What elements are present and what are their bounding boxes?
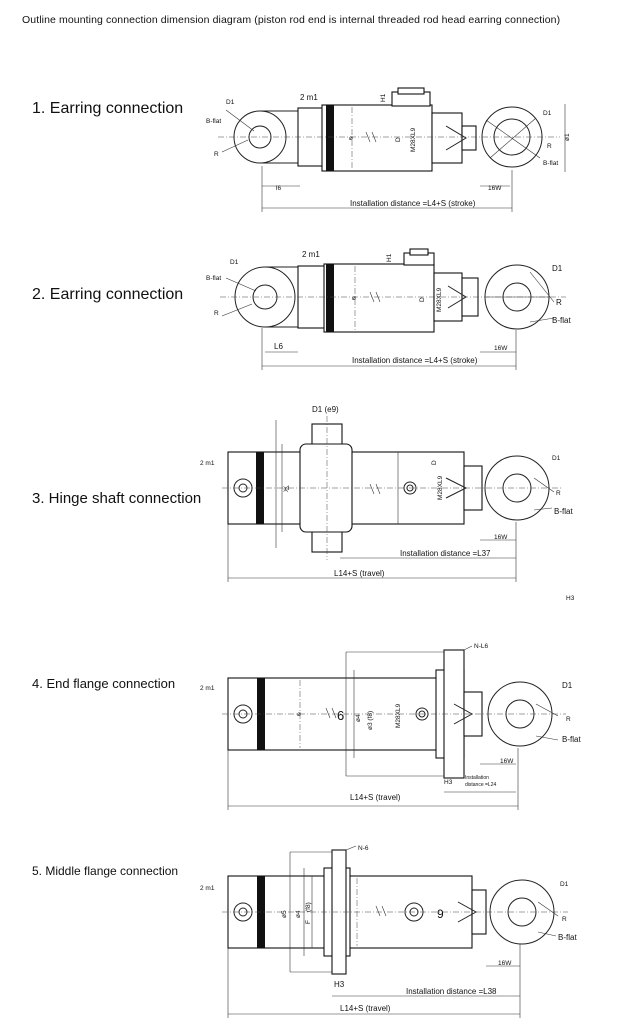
fig1-r-right: R <box>547 143 552 150</box>
fig1-bflat-left: B-flat <box>206 118 221 125</box>
fig2-d: D <box>419 297 426 302</box>
fig5-phi4: ø4 <box>295 910 302 918</box>
fig1-install: Installation distance =L4+S (stroke) <box>350 199 476 208</box>
section-4-label: 4. End flange connection <box>32 676 176 691</box>
fig1-r-left: R <box>214 151 219 158</box>
fig3-d1-right: D1 <box>552 455 561 462</box>
fig5-install: Installation distance =L38 <box>406 987 497 996</box>
page-title: Outline mounting connection dimension di… <box>22 14 561 26</box>
figure-2-earring: D1 B-flat R 2 m1 H1 ø D M28XL9 D1 R B-fl… <box>206 248 571 370</box>
fig3-dim-small: 16W <box>494 534 508 541</box>
fig5-phi5: ø5 <box>281 910 288 918</box>
fig2-d1-left: D1 <box>230 259 239 266</box>
fig1-thread: M28XL9 <box>410 127 417 152</box>
fig2-phi: ø <box>352 295 356 302</box>
fig3-r-right: R <box>556 490 561 497</box>
fig4-phi: ø <box>297 711 301 718</box>
fig4-r-right: R <box>566 716 571 723</box>
fig1-port-label: 2 m1 <box>300 93 318 102</box>
fig3-travel: L14+S (travel) <box>334 569 385 578</box>
section-3-label: 3. Hinge shaft connection <box>32 490 202 507</box>
fig4-install-b: distance =L24 <box>465 782 496 788</box>
section-1-label: 1. Earring connection <box>32 100 184 117</box>
fig2-dim-small: 16W <box>494 345 508 352</box>
fig4-h3: H3 <box>444 779 453 786</box>
fig5-nine: 9 <box>437 907 444 921</box>
fig3-d: D <box>431 460 438 465</box>
fig2-bflat-right: B-flat <box>552 316 571 325</box>
fig2-bflat-left: B-flat <box>206 275 221 282</box>
fig3-bflat-right: B-flat <box>554 507 573 516</box>
fig1-bflat-right: B-flat <box>543 160 558 167</box>
fig2-r-left: R <box>214 310 219 317</box>
fig5-port-label: 2 m1 <box>200 885 215 892</box>
fig4-phi3: ø3 (f8) <box>367 711 374 730</box>
fig5-d1-right: D1 <box>560 881 569 888</box>
fig4-phi4: ø4 <box>355 714 362 722</box>
fig2-l6: L6 <box>274 342 283 351</box>
fig2-thread: M28XL9 <box>436 287 443 312</box>
fig1-d1-right: D1 <box>543 110 552 117</box>
fig4-thread: M28XL9 <box>395 703 402 728</box>
fig4-travel: L14+S (travel) <box>350 793 401 802</box>
fig5-dim-small: 16W <box>498 960 512 967</box>
fig3-d1: D1 (e9) <box>312 405 339 414</box>
figure-1-earring: D1 B-flat R 2 m1 H1 ø D M28XL9 D1 R B-fl… <box>206 87 571 212</box>
fig3-h3: H3 <box>566 595 575 602</box>
fig2-port-label: 2 m1 <box>302 250 320 259</box>
section-2-label: 2. Earring connection <box>32 286 184 303</box>
fig2-d1-right: D1 <box>552 264 563 273</box>
fig3-thread: M28XL9 <box>437 475 444 500</box>
fig5-f8: (f8) <box>305 902 312 912</box>
fig2-h1: H1 <box>386 253 393 262</box>
fig3-port-label: 2 m1 <box>200 460 215 467</box>
figure-3-hinge: D1 (e9) 2 m1 l Ж D M28XL9 D1 R B-flat 16… <box>200 405 575 602</box>
fig3-l: l <box>288 485 290 492</box>
fig3-mid: Ж <box>283 486 290 492</box>
fig5-travel: L14+S (travel) <box>340 1004 391 1013</box>
fig1-d: D <box>395 137 402 142</box>
fig1-phi1: ø1 <box>564 133 571 141</box>
fig4-nl6: N-L6 <box>474 643 488 650</box>
fig1-h1: H1 <box>380 93 387 102</box>
fig3-install: Installation distance =L37 <box>400 549 491 558</box>
fig4-bflat-right: B-flat <box>562 735 581 744</box>
fig5-bflat-right: B-flat <box>558 933 577 942</box>
fig1-l6: l6 <box>276 185 281 192</box>
fig4-install-a: Installation <box>465 775 489 781</box>
fig4-six: 6 <box>337 708 344 723</box>
fig5-r-right: R <box>562 916 567 923</box>
fig1-d1-left: D1 <box>226 99 235 106</box>
fig5-n6: N-6 <box>358 845 369 852</box>
figure-4-end-flange: N-L6 2 m1 ø 6 ø4 ø3 (f8) M28XL9 D1 R B-f… <box>200 643 581 810</box>
fig2-r-right: R <box>556 298 562 307</box>
section-5-label: 5. Middle flange connection <box>32 864 179 878</box>
fig5-f: F <box>305 920 312 924</box>
fig4-dim-small: 16W <box>500 758 514 765</box>
fig4-d1-right: D1 <box>562 681 573 690</box>
fig2-install: Installation distance =L4+S (stroke) <box>352 356 478 365</box>
fig1-phi: ø <box>349 135 353 142</box>
fig1-dim-small: 16W <box>488 185 502 192</box>
figure-5-middle-flange: N-6 2 m1 ø5 ø4 F (f8) 9 D1 R B-flat 16W … <box>200 845 577 1018</box>
fig4-port-label: 2 m1 <box>200 685 215 692</box>
fig5-h3: H3 <box>334 980 345 989</box>
